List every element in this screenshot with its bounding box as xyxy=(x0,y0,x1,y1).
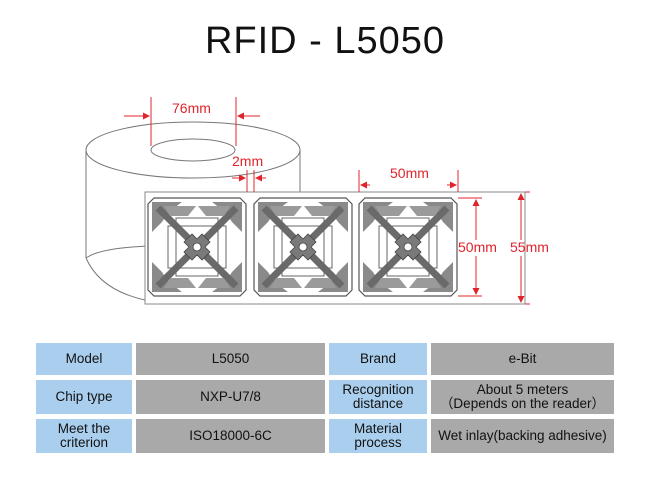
rfid-tag xyxy=(359,198,457,296)
roll xyxy=(85,121,301,301)
rfid-roll-diagram: 76mm 2mm 50mm 50mm 55mm xyxy=(85,97,549,305)
rfid-tag xyxy=(148,198,246,296)
spec-value: L5050 xyxy=(136,343,325,375)
tag-width-label: 50mm xyxy=(390,165,429,181)
spec-label: Brand xyxy=(329,343,427,375)
spec-value: ISO18000-6C xyxy=(136,419,325,453)
spec-label: Chip type xyxy=(36,380,132,414)
spec-label: Model xyxy=(36,343,132,375)
tag-height-label: 50mm xyxy=(458,239,497,255)
spec-value: About 5 meters（Depends on the reader） xyxy=(431,380,614,414)
gap-label: 2mm xyxy=(232,153,263,169)
spec-value: e-Bit xyxy=(431,343,614,375)
core-width-label: 76mm xyxy=(172,100,211,116)
rfid-tag xyxy=(254,198,352,296)
spec-value: Wet inlay(backing adhesive) xyxy=(431,419,614,453)
liner-height-label: 55mm xyxy=(510,239,549,255)
page-title: RFID - L5050 xyxy=(204,20,446,62)
spec-value: NXP-U7/8 xyxy=(136,380,325,414)
